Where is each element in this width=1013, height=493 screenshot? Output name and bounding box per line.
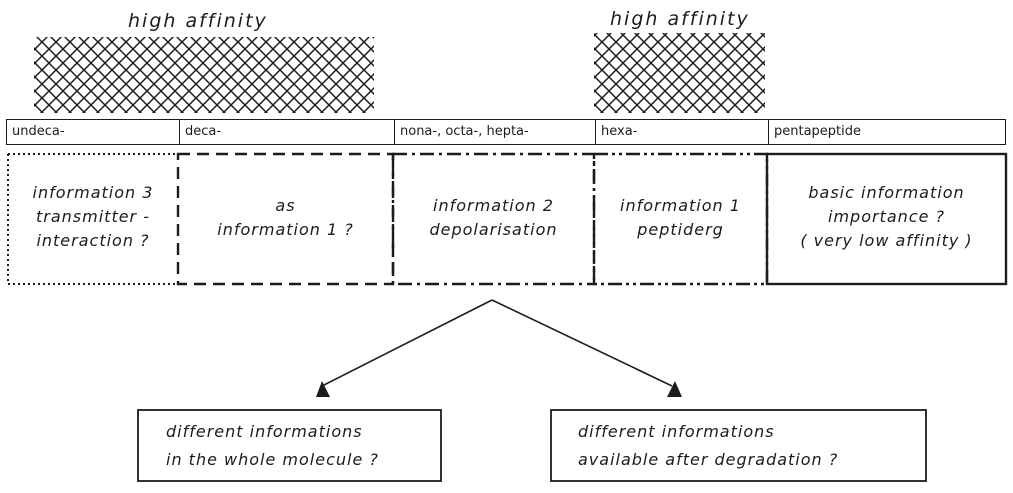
high-affinity-label-1: high affinity [128,10,268,32]
question-line: in the whole molecule ? [166,450,379,469]
undeca-box-border [7,153,178,285]
info-line: information 2 [433,196,554,215]
segment-label-deca: deca- [179,120,394,144]
info-hexa: information 1 peptiderg [594,194,767,242]
segment-label-nona-octa-hepta: nona-, octa-, hepta- [394,120,595,144]
question-whole-molecule: different informations in the whole mole… [166,418,379,474]
info-nona-octa-hepta: information 2 depolarisation [393,194,594,242]
question-after-degradation: different informations available after d… [578,418,838,474]
info-pentapeptide: basic information importance ? ( very lo… [767,181,1006,253]
info-line: information 3 [32,183,154,202]
info-line: ( very low affinity ) [800,231,973,250]
arrow-left-line [321,299,493,387]
info-line: importance ? [828,207,945,226]
high-affinity-hatch-2 [594,33,765,113]
nona-octa-hepta-box-border [391,152,596,286]
info-undeca: information 3 transmitter - interaction … [8,181,178,253]
arrow-left-head-icon [316,381,330,397]
segment-label-undeca: undeca- [12,124,65,139]
info-line: information 1 ? [217,220,354,239]
info-line: transmitter - [36,207,150,226]
info-line: peptiderg [637,220,724,239]
question-line: different informations [578,422,775,441]
info-line: basic information [808,183,965,202]
segment-label-hexa: hexa- [595,120,768,144]
arrow-right-head-icon [667,381,682,397]
pentapeptide-box-border [765,152,1008,286]
question-line: available after degradation ? [578,450,839,469]
arrow-right-line [491,299,673,387]
info-deca: as information 1 ? [178,194,393,242]
high-affinity-label-2: high affinity [610,8,750,30]
question-line: different informations [166,422,363,441]
question-box-2-border [550,409,927,482]
question-box-1-border [137,409,442,482]
info-line: depolarisation [429,220,558,239]
segment-label-pentapeptide: pentapeptide [768,120,1007,144]
peptide-length-row: undeca- deca- nona-, octa-, hepta- hexa-… [6,119,1006,145]
info-line: as [275,196,296,215]
high-affinity-hatch-1 [34,37,374,113]
info-line: information 1 [620,196,741,215]
info-line: interaction ? [36,231,150,250]
